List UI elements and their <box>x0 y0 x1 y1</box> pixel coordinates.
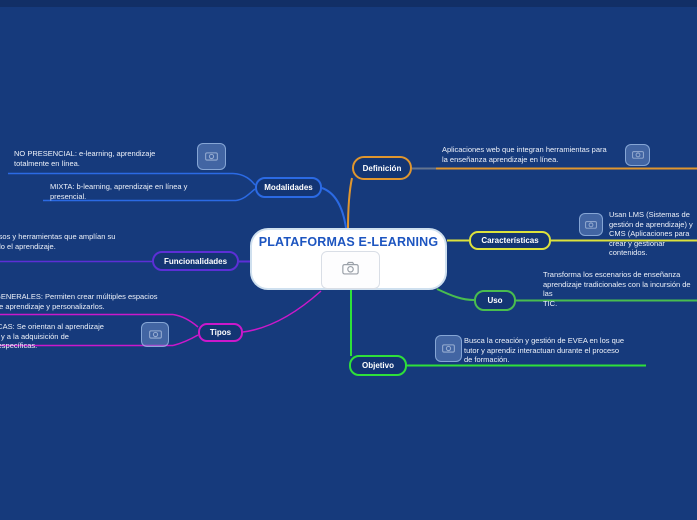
uso-text[interactable]: Transforma los escenarios de enseñanza a… <box>543 270 691 308</box>
image-placeholder-modalidades[interactable] <box>197 143 226 170</box>
image-placeholder-caracteristicas[interactable] <box>579 213 603 236</box>
node-label: Funcionalidades <box>163 256 228 266</box>
tipos-item-generales[interactable]: GENERALES: Permiten crear múltiples espa… <box>0 292 158 311</box>
camera-icon <box>148 326 162 344</box>
image-placeholder-objetivo[interactable] <box>435 335 462 362</box>
caracteristicas-text[interactable]: Usan LMS (Sistemas de gestión de aprendi… <box>609 210 693 258</box>
camera-icon <box>585 216 597 234</box>
tipos-item-especificas[interactable]: ESPECÍFICAS: Se orientan al aprendizaje … <box>0 322 104 351</box>
node-objetivo[interactable]: Objetivo <box>349 355 407 376</box>
node-caracteristicas[interactable]: Características <box>469 231 551 250</box>
node-label: Modalidades <box>264 183 313 192</box>
node-definicion[interactable]: Definición <box>352 156 412 180</box>
camera-icon <box>342 261 359 280</box>
modalidades-item-mixta[interactable]: MIXTA: b-learning, aprendizaje en línea … <box>50 182 188 201</box>
node-modalidades[interactable]: Modalidades <box>255 177 322 198</box>
node-label: Uso <box>487 296 503 305</box>
central-node-title: PLATAFORMAS E-LEARNING <box>258 235 439 249</box>
objetivo-text[interactable]: Busca la creación y gestión de EVEA en l… <box>464 336 625 365</box>
central-node[interactable]: PLATAFORMAS E-LEARNING <box>250 228 447 290</box>
central-image-placeholder[interactable] <box>321 251 380 289</box>
node-funcionalidades[interactable]: Funcionalidades <box>152 251 239 271</box>
image-placeholder-definicion[interactable] <box>625 144 650 166</box>
top-strip <box>0 0 697 7</box>
node-label: Tipos <box>209 328 232 337</box>
node-uso[interactable]: Uso <box>474 290 516 311</box>
camera-icon <box>205 148 218 166</box>
node-tipos[interactable]: Tipos <box>198 323 243 342</box>
node-label: Objetivo <box>361 361 394 370</box>
node-label: Características <box>481 236 539 245</box>
camera-icon <box>442 340 455 358</box>
node-label: Definición <box>362 163 402 173</box>
definicion-text[interactable]: Aplicaciones web que integran herramient… <box>442 145 607 164</box>
modalidades-item-no-presencial[interactable]: NO PRESENCIAL: e-learning, aprendizaje t… <box>14 149 156 168</box>
camera-icon <box>631 146 644 164</box>
image-placeholder-tipos[interactable] <box>141 322 169 347</box>
funcionalidades-text[interactable]: Ofrece recursos y herramientas que amplí… <box>0 232 116 251</box>
